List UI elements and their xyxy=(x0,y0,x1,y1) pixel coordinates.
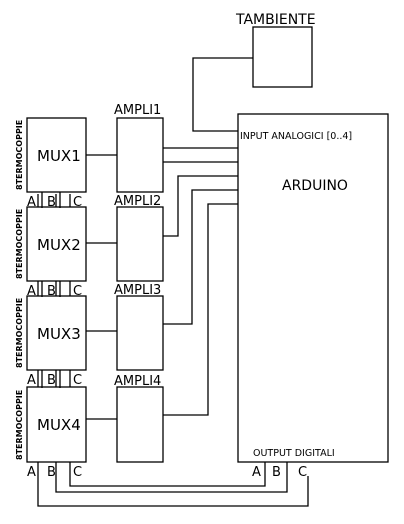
mux-3-pin-a: A xyxy=(27,373,36,388)
ampli-4-box xyxy=(116,386,164,463)
mux-1-pin-c: C xyxy=(73,195,82,210)
mux-4-label: MUX4 xyxy=(37,416,81,434)
ampli-3-label: AMPLI3 xyxy=(114,283,161,298)
ampli-1-box xyxy=(116,117,164,193)
mux-4: MUX4 8TERMOCOPPIE A B C xyxy=(15,386,87,480)
ambient-sensor: TAMBIENTE xyxy=(235,12,316,88)
mux-1-pin-b: B xyxy=(47,195,56,210)
mux-4-pin-c: C xyxy=(73,465,82,480)
ampli-2: AMPLI2 xyxy=(114,194,164,282)
arduino-input-label: INPUT ANALOGICI [0..4] xyxy=(240,131,352,142)
mux-2-pin-b: B xyxy=(47,284,56,299)
wire-select-c xyxy=(69,476,266,487)
mux-4-side-label: 8TERMOCOPPIE xyxy=(15,390,24,460)
mux-1: MUX1 8TERMOCOPPIE A B C xyxy=(15,117,87,210)
ambient-label: TAMBIENTE xyxy=(235,12,316,28)
wire-select-b xyxy=(55,476,288,493)
mux-3-label: MUX3 xyxy=(37,325,81,343)
mux-3-box xyxy=(26,295,87,371)
wire-ampli2-arduino xyxy=(163,175,238,237)
mux-3: MUX3 8TERMOCOPPIE A B C xyxy=(15,295,87,388)
ampli-2-label: AMPLI2 xyxy=(114,194,161,209)
mux-3-side-label: 8TERMOCOPPIE xyxy=(15,298,24,368)
ampli-1: AMPLI1 xyxy=(114,103,164,193)
wire-ampli3-arduino xyxy=(163,189,238,325)
ampli-1-label: AMPLI1 xyxy=(114,103,161,118)
arduino-pin-a: A xyxy=(252,465,261,480)
arduino-output-label: OUTPUT DIGITALI xyxy=(253,448,335,459)
ampli-3: AMPLI3 xyxy=(114,283,164,371)
mux-2-side-label: 8TERMOCOPPIE xyxy=(15,209,24,279)
ampli-2-box xyxy=(116,206,164,282)
wire-tambiente-arduino xyxy=(192,57,253,132)
ambient-box xyxy=(252,26,313,88)
mux-3-pin-b: B xyxy=(47,373,56,388)
mux-2: MUX2 8TERMOCOPPIE A B C xyxy=(15,206,87,299)
wires xyxy=(37,57,309,507)
mux-2-pin-c: C xyxy=(73,284,82,299)
mux-2-box xyxy=(26,206,87,282)
mux-4-pin-a: A xyxy=(27,465,36,480)
arduino-label: ARDUINO xyxy=(282,178,348,194)
mux-4-box xyxy=(26,386,87,463)
mux-1-pin-a: A xyxy=(27,195,36,210)
ampli-3-box xyxy=(116,295,164,371)
arduino-block: INPUT ANALOGICI [0..4] ARDUINO OUTPUT DI… xyxy=(237,113,389,480)
mux-1-side-label: 8TERMOCOPPIE xyxy=(15,120,24,190)
mux-1-label: MUX1 xyxy=(37,147,81,165)
ampli-4-label: AMPLI4 xyxy=(114,374,161,389)
ampli-4: AMPLI4 xyxy=(114,374,164,463)
mux-2-label: MUX2 xyxy=(37,236,81,254)
mux-pin-separators xyxy=(41,192,61,388)
wire-ampli4-arduino xyxy=(163,203,238,416)
mux-3-pin-c: C xyxy=(73,373,82,388)
mux-4-pin-b: B xyxy=(47,465,56,480)
mux-2-pin-a: A xyxy=(27,284,36,299)
arduino-pin-c: C xyxy=(298,465,307,480)
wire-select-a xyxy=(37,476,309,507)
arduino-pin-b: B xyxy=(272,465,281,480)
arduino-box xyxy=(237,113,389,463)
mux-1-box xyxy=(26,117,87,193)
